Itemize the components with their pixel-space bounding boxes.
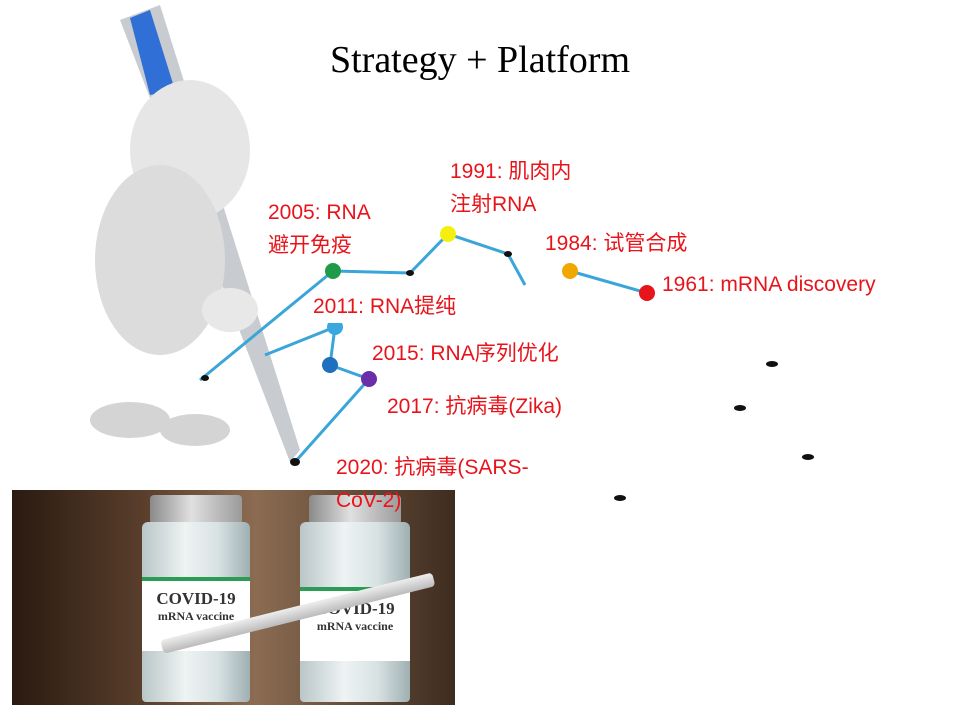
slide-title: Strategy + Platform <box>329 39 631 81</box>
vial-label-right-subtitle: mRNA vaccine <box>316 619 394 633</box>
pen-illustration <box>90 5 300 462</box>
milestone-dot-2015 <box>322 357 338 373</box>
label-2017: 2017: 抗病毒(Zika) <box>387 395 563 418</box>
timeline-black-dots <box>201 251 814 501</box>
milestone-dot-1984 <box>562 263 578 279</box>
label-2015: 2015: RNA序列优化 <box>372 342 559 365</box>
label-2011: 2011: RNA提纯 <box>313 290 457 323</box>
label-1984: 1984: 试管合成 <box>545 232 688 255</box>
milestone-dot-2011 <box>327 319 343 335</box>
vial-label-left-subtitle: mRNA vaccine <box>157 609 235 623</box>
milestone-dot-1991 <box>440 226 456 242</box>
vaccine-vials-photo: COVID-19 mRNA vaccine COVID-19 mRNA vacc… <box>12 490 455 705</box>
label-1991: 1991: 肌肉内注射RNA <box>450 160 572 216</box>
label-2020: 2020: 抗病毒(SARS-CoV-2) <box>336 456 529 512</box>
label-1961: 1961: mRNA discovery <box>662 273 876 296</box>
vial-label-left-title: COVID-19 <box>156 589 236 608</box>
milestone-dot-2005 <box>325 263 341 279</box>
milestone-dot-1961 <box>639 285 655 301</box>
milestone-dot-2017 <box>361 371 377 387</box>
